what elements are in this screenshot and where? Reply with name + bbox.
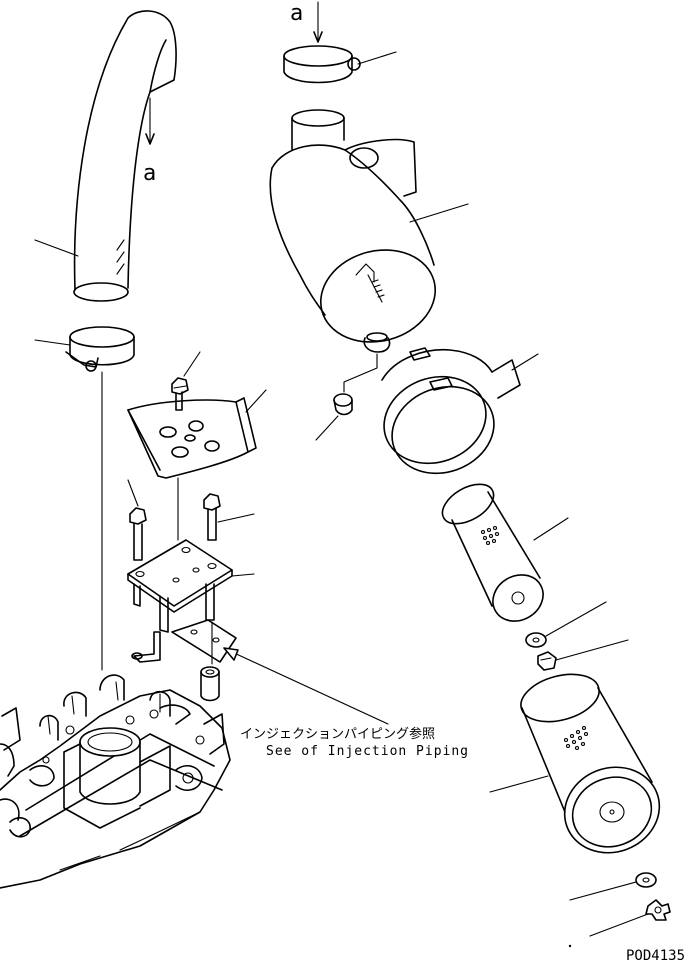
leader-nut-middle	[555, 639, 629, 661]
lower-hose-clamp	[65, 326, 135, 372]
note-jp: インジェクションパイピング参照	[240, 726, 435, 742]
bolt-mid-left	[129, 507, 147, 561]
leader-lower-clamp	[34, 339, 71, 346]
arrow-a-pipe	[145, 97, 155, 145]
note-en: See of Injection Piping	[266, 744, 469, 759]
washer-bottom	[635, 872, 657, 888]
primary-element	[520, 673, 661, 854]
leader-curved-bracket	[245, 389, 267, 413]
leader-valve	[315, 415, 339, 441]
leader-upper-clamp	[357, 51, 397, 65]
marker-a-top: a	[290, 1, 303, 26]
arrow-injection-piping	[223, 647, 389, 725]
engine-head	[0, 674, 231, 889]
leader-washer-bottom	[569, 881, 637, 901]
bolt-mid-right	[203, 493, 221, 541]
wing-nut	[645, 899, 671, 921]
leader-wing-nut	[589, 913, 649, 937]
air-cleaner-body	[269, 109, 437, 353]
service-cover-band	[381, 347, 521, 475]
leader-bolt-mid-left	[127, 479, 139, 507]
mounting-plate	[127, 539, 233, 633]
leader-service-cover	[511, 353, 539, 371]
drawing-code: POD4135	[626, 948, 685, 963]
bracket-bolt-upper	[171, 377, 189, 411]
shim-plate	[171, 619, 237, 663]
arrow-a-top	[313, 1, 323, 43]
l-bracket	[131, 631, 161, 663]
washer-middle	[525, 632, 547, 648]
spacer-collar	[200, 666, 220, 702]
leader-mounting-plate	[231, 573, 255, 577]
nut-middle	[537, 651, 557, 671]
safety-element	[441, 483, 544, 622]
upper-hose-clamp	[283, 45, 361, 84]
leader-primary-element	[489, 775, 549, 793]
leader-pipe	[34, 239, 79, 257]
leader-safety-element	[533, 517, 569, 541]
evacuator-valve	[333, 353, 378, 416]
leader-bolt-mid-right	[217, 513, 255, 523]
leader-air-cleaner-body	[409, 203, 469, 223]
leader-bolt-upper	[183, 351, 201, 377]
leader-washer-middle	[545, 601, 607, 637]
curved-bracket	[127, 397, 257, 479]
intake-elbow-pipe	[73, 10, 177, 302]
marker-a-pipe: a	[143, 161, 156, 186]
dot-mark	[568, 944, 572, 948]
